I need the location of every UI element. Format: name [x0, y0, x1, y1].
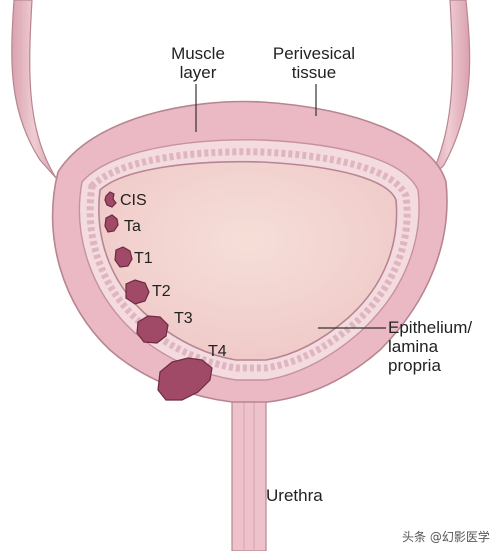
- tumor-ta: [104, 214, 119, 233]
- stage-label-cis: CIS: [120, 192, 147, 209]
- label-muscle-layer-line2: layer: [179, 63, 217, 82]
- urethra-tube: [231, 394, 267, 551]
- tumor-t4: [157, 357, 213, 401]
- watermark: 头条 @幻影医学: [402, 530, 490, 544]
- tumor-t2: [125, 279, 150, 305]
- label-muscle-layer-line1: Muscle: [171, 44, 225, 63]
- stage-label-t3: T3: [174, 310, 193, 327]
- label-epithelium-line1: Epithelium/: [388, 318, 473, 337]
- stage-label-t1: T1: [134, 250, 153, 267]
- tumor-cis: [104, 191, 117, 208]
- tumor-t3: [136, 315, 169, 344]
- label-epithelium-line2: lamina: [388, 337, 439, 356]
- label-epithelium-lamina-propria: Epithelium/ lamina propria: [388, 318, 472, 375]
- label-perivesical-tissue: Perivesical tissue: [254, 44, 374, 82]
- label-perivesical-line2: tissue: [291, 63, 337, 82]
- stage-label-t2: T2: [152, 283, 171, 300]
- left-ureter: [11, 0, 57, 179]
- tumor-t1: [114, 246, 133, 268]
- label-urethra: Urethra: [266, 486, 323, 505]
- stage-label-t4: T4: [208, 343, 227, 360]
- stage-label-ta: Ta: [124, 218, 141, 235]
- label-muscle-layer: Muscle layer: [155, 44, 241, 82]
- right-ureter: [427, 0, 471, 183]
- label-perivesical-line1: Perivesical: [272, 44, 356, 63]
- label-epithelium-line3: propria: [388, 356, 441, 375]
